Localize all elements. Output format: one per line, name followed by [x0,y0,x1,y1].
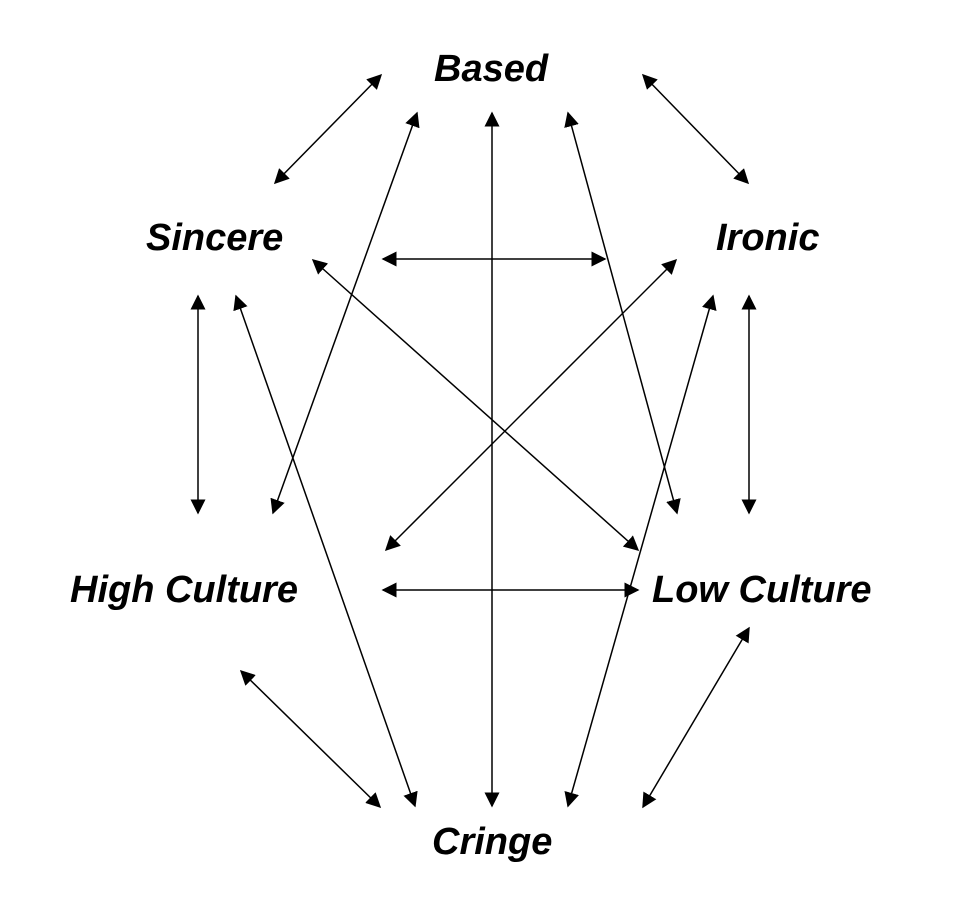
node-label-based: Based [434,48,549,90]
arrow-ironic-cringe [564,294,717,808]
arrow-sincere-low-culture [311,259,640,551]
arrow-based-high-culture [270,111,420,515]
arrow-low-culture-cringe [642,626,750,809]
node-label-ironic: Ironic [716,217,820,259]
arrow-high-culture-cringe [239,669,382,809]
arrow-sincere-cringe [233,294,418,808]
arrow-based-sincere [273,73,383,185]
arrow-ironic-high-culture [384,258,678,552]
arrow-based-ironic [641,73,750,185]
node-label-low-culture: Low Culture [652,569,872,611]
node-label-sincere: Sincere [146,217,284,259]
node-label-high-culture: High Culture [70,569,298,611]
node-label-cringe: Cringe [432,821,553,863]
